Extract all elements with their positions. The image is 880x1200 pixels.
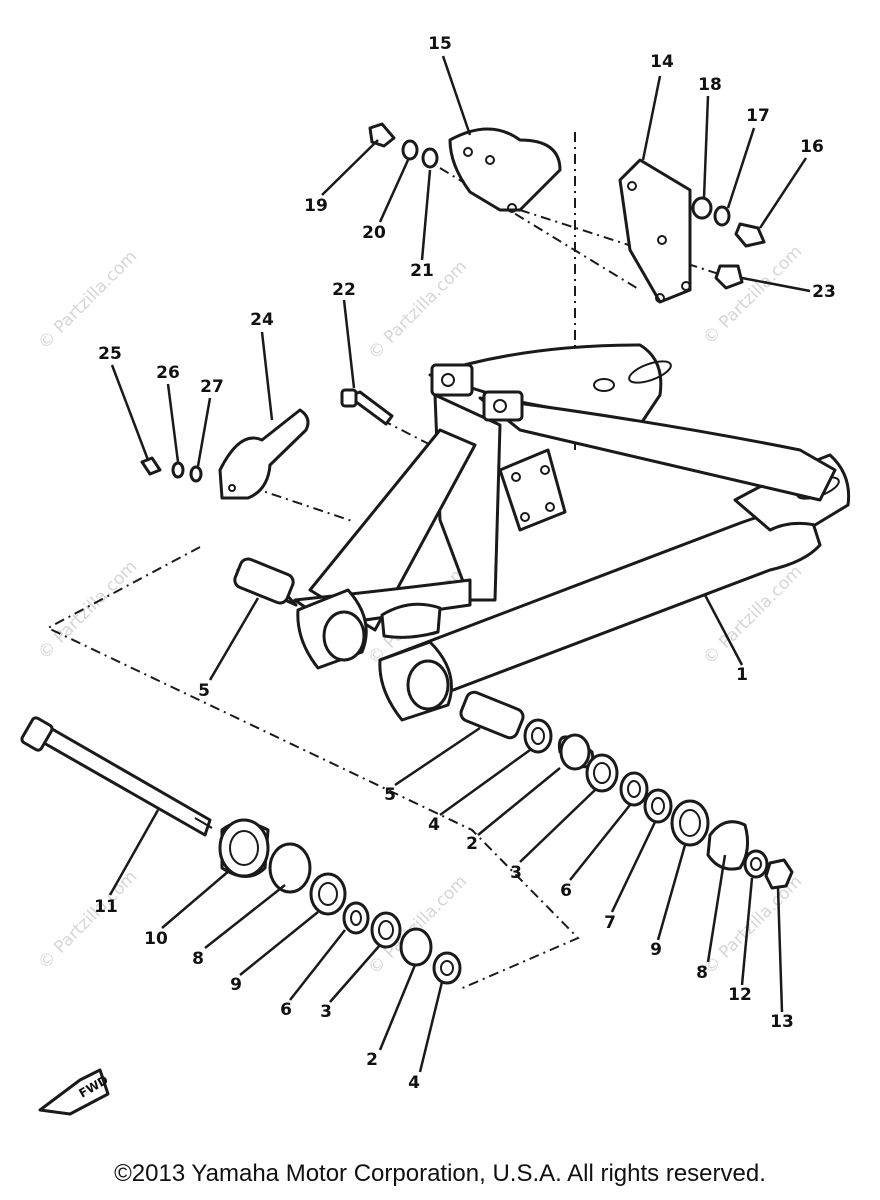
swing-arm-frame [293, 343, 851, 722]
callout-20: 20 [362, 223, 386, 243]
callout-4: 4 [428, 815, 440, 835]
callout-2: 2 [366, 1050, 378, 1070]
callout-24: 24 [250, 310, 274, 330]
callout-1: 1 [736, 665, 748, 685]
callout-5: 5 [198, 681, 210, 701]
callout-10: 10 [144, 929, 168, 949]
callout-2: 2 [466, 834, 478, 854]
callout-22: 22 [332, 280, 356, 300]
callout-9: 9 [230, 975, 242, 995]
callout-25: 25 [98, 344, 122, 364]
watermark-text: © Partzilla.com [699, 872, 806, 979]
bushing-upper [233, 557, 298, 607]
callout-5: 5 [384, 785, 396, 805]
callout-21: 21 [410, 261, 434, 281]
callout-6: 6 [560, 881, 572, 901]
mount-bracket [618, 158, 692, 304]
callout-14: 14 [650, 52, 674, 72]
callout-27: 27 [200, 377, 224, 397]
callout-11: 11 [94, 897, 118, 917]
callout-15: 15 [428, 34, 452, 54]
watermark-text: © Partzilla.com [34, 557, 141, 664]
leader-lines [108, 55, 811, 1073]
callout-3: 3 [320, 1002, 332, 1022]
callout-19: 19 [304, 196, 328, 216]
lower-right-hardware [523, 718, 794, 890]
callout-7: 7 [604, 913, 616, 933]
callout-8: 8 [696, 963, 708, 983]
callout-12: 12 [728, 985, 752, 1005]
callout-9: 9 [650, 940, 662, 960]
swingarm-exploded-diagram: © Partzilla.com © Partzilla.com © Partzi… [20, 34, 851, 1116]
lower-left-hardware [218, 818, 462, 985]
pivot-shaft [20, 716, 213, 837]
callout-3: 3 [510, 863, 522, 883]
watermark-text: © Partzilla.com [699, 242, 806, 349]
forward-arrow-badge: FWD [38, 1068, 111, 1116]
bushing-lower [459, 690, 525, 740]
callout-6: 6 [280, 1000, 292, 1020]
callout-16: 16 [800, 137, 824, 157]
copyright-notice: ©2013 Yamaha Motor Corporation, U.S.A. A… [114, 1160, 766, 1187]
callout-26: 26 [156, 363, 180, 383]
callout-8: 8 [192, 949, 204, 969]
chain-guard [448, 127, 562, 213]
watermark-text: © Partzilla.com [34, 247, 141, 354]
callout-18: 18 [698, 75, 722, 95]
brake-arm [218, 408, 310, 500]
callout-13: 13 [770, 1012, 794, 1032]
upper-left-hardware [368, 122, 439, 169]
watermark-text: © Partzilla.com [34, 867, 141, 974]
callout-labels: 1 2 2 3 3 4 4 5 5 6 6 7 8 8 9 9 10 11 12… [94, 34, 836, 1093]
shock-bolt [340, 388, 394, 426]
callout-23: 23 [812, 282, 836, 302]
upper-right-hardware [691, 196, 766, 290]
callout-4: 4 [408, 1073, 420, 1093]
brake-arm-hardware [140, 456, 203, 483]
callout-17: 17 [746, 106, 770, 126]
